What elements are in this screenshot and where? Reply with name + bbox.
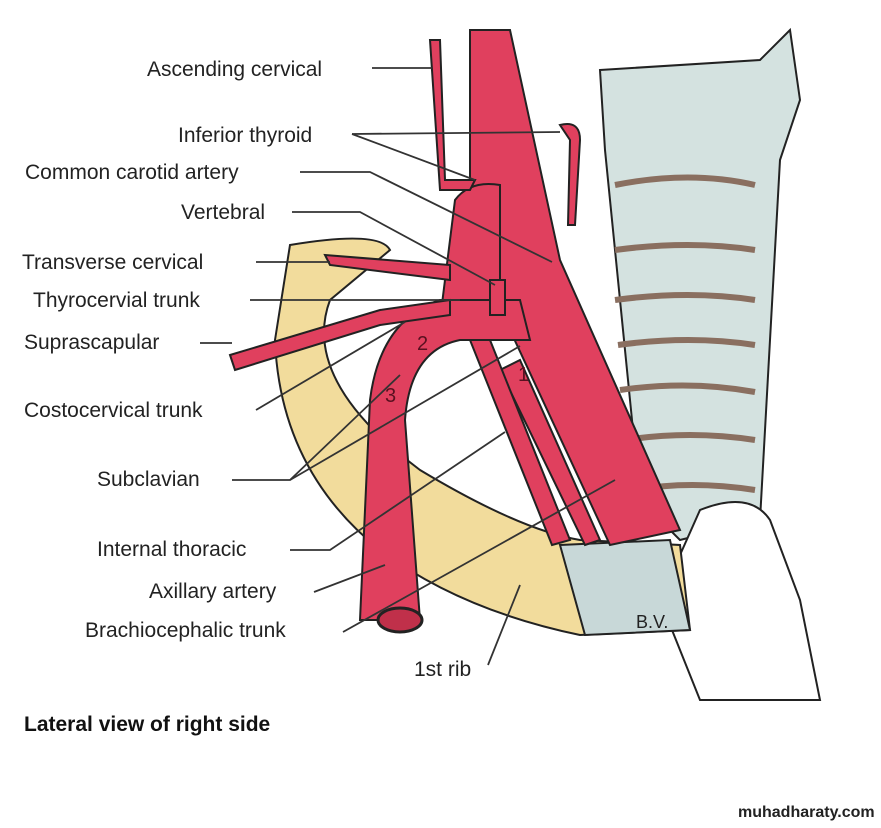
label-transverse-cervical: Transverse cervical [22, 251, 204, 274]
label-common-carotid: Common carotid artery [25, 161, 239, 184]
label-internal-thoracic: Internal thoracic [97, 538, 247, 561]
label-ascending-cervical: Ascending cervical [147, 58, 323, 81]
label-suprascapular: Suprascapular [24, 331, 160, 354]
label-vertebral: Vertebral [181, 201, 266, 224]
label-inferior-thyroid: Inferior thyroid [178, 124, 313, 147]
arteries [228, 29, 682, 621]
figure-caption: Lateral view of right side [24, 713, 271, 736]
artist-initials: B.V. [636, 612, 669, 632]
label-axillary-artery: Axillary artery [149, 580, 277, 603]
label-thyrocervical-trunk: Thyrocervial trunk [33, 289, 200, 312]
brachiocephalic-vein [558, 538, 692, 637]
watermark: muhadharaty.com [738, 804, 875, 821]
label-first-rib: 1st rib [414, 658, 472, 681]
part-number-3: 3 [385, 385, 397, 407]
sternum [658, 501, 822, 701]
label-subclavian: Subclavian [97, 468, 200, 491]
label-brachiocephalic-trunk: Brachiocephalic trunk [85, 619, 286, 642]
part-number-2: 2 [417, 333, 429, 355]
part-number-1: 1 [518, 364, 530, 386]
leader-lines [200, 67, 616, 666]
axillary-lumen [376, 606, 424, 634]
label-costocervical-trunk: Costocervical trunk [24, 399, 203, 422]
